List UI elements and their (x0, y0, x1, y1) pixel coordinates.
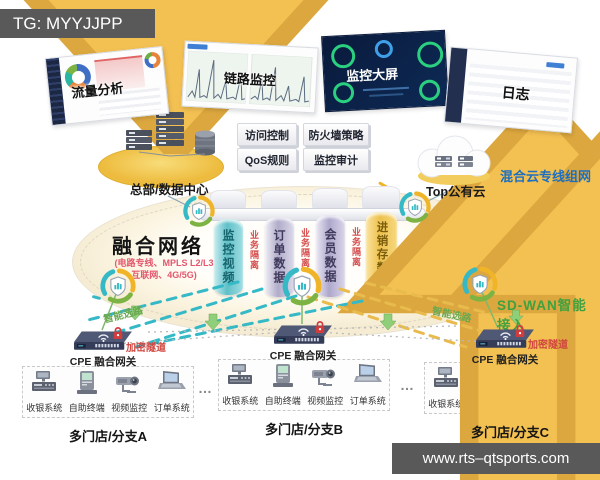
device-label: 视频监控 (111, 403, 148, 413)
ellipsis-separator: … (400, 377, 414, 393)
sdwan-access-label: SD-WAN智能接入 (497, 298, 587, 333)
branch-a-box: 收银系统 自助终端 视频监控 订单系统 (22, 366, 194, 418)
policy-audit: 监控审计 (303, 148, 369, 171)
big-screen-title: 监控大屏 (345, 66, 399, 85)
lock-icon (112, 326, 124, 340)
device-laptop: 订单系统 (152, 371, 192, 414)
secure-network-icon (461, 265, 499, 303)
device-label: 视频监控 (307, 396, 344, 406)
device-kiosk: 自助终端 (67, 371, 107, 414)
tunnel-label-left: 加密隧道 (126, 343, 166, 354)
policy-access-control: 访问控制 (237, 123, 297, 146)
header-chip (546, 61, 565, 69)
branch-a-label: 多门店/分支A (68, 429, 147, 444)
isolation-label: 业务隔离 (249, 230, 259, 270)
device-pos: 收银系统 (426, 367, 466, 410)
lock-icon (314, 320, 326, 334)
pillar-orders-label: 订单数据 (272, 229, 286, 285)
pillar-video-label: 监控视频 (221, 229, 235, 285)
secure-network-icon (281, 265, 323, 307)
traffic-analysis-screenshot: 流量分析 (44, 46, 170, 126)
isolation-label: 业务隔离 (351, 227, 361, 267)
header-chip (187, 43, 208, 50)
device-label: 自助终端 (264, 396, 301, 406)
spiky-line-chart (185, 50, 249, 104)
gauge-ring (416, 40, 444, 69)
subtitle-line1: (电路专线、MPLS L2/L3 (114, 258, 214, 268)
device-kiosk: 自助终端 (263, 364, 303, 407)
device-label: 订单系统 (153, 403, 190, 413)
logs-screenshot: 日志 (443, 46, 579, 134)
subtitle-line2: 互联网、4G/5G) (131, 269, 197, 280)
device-camera: 视频监控 (305, 364, 345, 407)
gauge-ring (374, 39, 394, 59)
bottom-watermark-bar: www.rts–qtsports.com (392, 443, 600, 474)
policy-firewall: 防火墙策略 (303, 123, 369, 146)
branch-b-box: 收银系统 自助终端 视频监控 订单系统 (218, 359, 390, 411)
secure-network-icon (99, 267, 137, 305)
cpe-gateway-label: CPE 融合网关 (69, 356, 137, 368)
server-stack-icon (126, 112, 215, 157)
gauge-ring (418, 79, 441, 102)
device-label: 自助终端 (68, 403, 105, 413)
big-screen-screenshot: 监控大屏 (321, 29, 449, 113)
device-label: 订单系统 (349, 396, 386, 406)
logs-title: 日志 (501, 84, 531, 103)
policy-qos: QoS规则 (237, 148, 297, 171)
public-cloud-icon (417, 135, 491, 185)
lock-icon (514, 324, 526, 338)
pillar-members-label: 会员数据 (323, 228, 337, 284)
isolation-label: 业务隔离 (300, 228, 310, 268)
top-watermark-bar: TG: MYYJJPP (0, 9, 155, 38)
hybrid-cloud-label: 混合云专线组网 (500, 169, 592, 184)
link-monitor-title: 链路监控 (223, 70, 277, 89)
cpe-gateway-label: CPE 融合网关 (471, 354, 539, 366)
device-pos: 收银系统 (24, 371, 64, 414)
hq-label: 总部/数据中心 (130, 183, 209, 197)
tunnel-label-right: 加密隧道 (528, 340, 568, 351)
converged-network-subtitle-left: (电路专线、MPLS L2/L3 互联网、4G/5G) (96, 258, 232, 281)
device-laptop: 订单系统 (348, 364, 388, 407)
secure-network-icon (182, 194, 216, 228)
device-camera: 视频监控 (109, 371, 149, 414)
gauge-ring (332, 81, 355, 104)
converged-network-title-left: 融合网络 (112, 236, 204, 258)
link-monitor-screenshot: 链路监控 (181, 40, 319, 114)
pillar-orders: 订单数据 (265, 217, 294, 297)
pillar-top-column (362, 186, 400, 212)
cloud-label: Top公有云 (426, 185, 486, 199)
device-label: 收银系统 (428, 399, 465, 409)
device-label: 收银系统 (26, 403, 63, 413)
device-label: 收银系统 (222, 396, 259, 406)
ellipsis-separator: … (198, 380, 212, 396)
cpe-gateway-label: CPE 融合网关 (269, 350, 337, 362)
spiky-line-chart (249, 54, 313, 108)
device-pos: 收银系统 (220, 364, 260, 407)
donut-chart (143, 51, 162, 69)
branch-b-label: 多门店/分支B (264, 422, 343, 437)
branch-c-label: 多门店/分支C (470, 425, 549, 440)
screen-detail (369, 93, 404, 97)
screen-detail (362, 86, 409, 92)
